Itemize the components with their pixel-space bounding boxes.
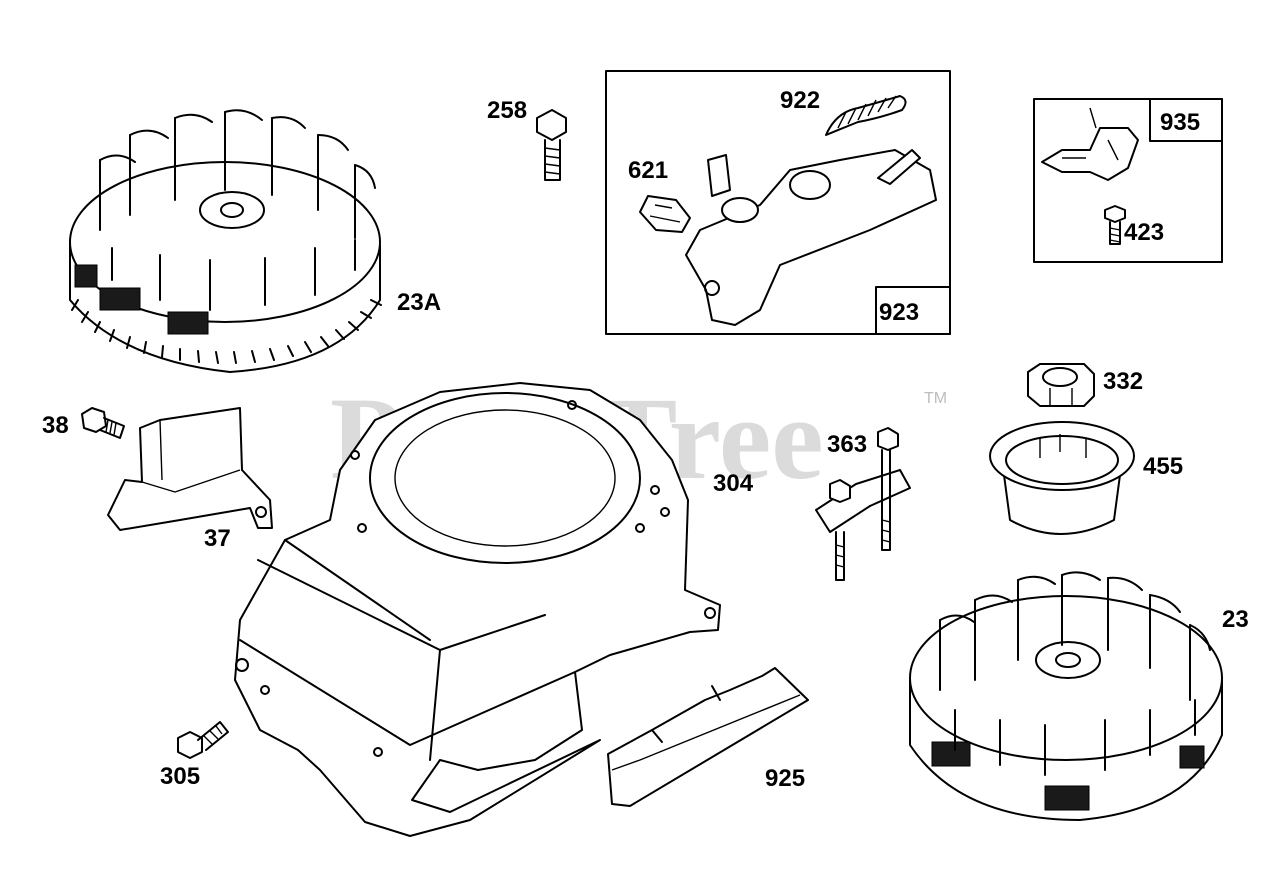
starter-cup-455-drawing[interactable] — [989, 421, 1135, 535]
baffle-925-drawing[interactable] — [607, 667, 809, 807]
part-label-455[interactable]: 455 — [1143, 453, 1183, 480]
bracket-363-drawing[interactable] — [815, 427, 911, 581]
part-label-423[interactable]: 423 — [1124, 219, 1164, 246]
part-label-304[interactable]: 304 — [713, 470, 754, 497]
part-label-923[interactable]: 923 — [879, 299, 919, 326]
blower-housing-304-drawing[interactable] — [234, 382, 721, 837]
shield-37-drawing[interactable] — [107, 407, 273, 531]
part-label-38[interactable]: 38 — [42, 412, 69, 439]
flywheel-23a-drawing[interactable] — [69, 109, 382, 373]
part-label-621[interactable]: 621 — [628, 157, 668, 184]
screw-38-drawing[interactable] — [81, 407, 125, 439]
part-label-925[interactable]: 925 — [765, 765, 805, 792]
part-label-305[interactable]: 305 — [160, 763, 200, 790]
part-label-922[interactable]: 922 — [780, 87, 820, 114]
part-label-37[interactable]: 37 — [204, 525, 231, 552]
part-label-23[interactable]: 23 — [1222, 606, 1249, 633]
governor-box-923 — [605, 70, 951, 335]
part-label-258[interactable]: 258 — [487, 97, 527, 124]
part-935-drawing[interactable] — [1041, 107, 1139, 245]
governor-control-923-drawing[interactable] — [639, 95, 937, 326]
screw-305-drawing[interactable] — [177, 721, 229, 759]
nut-332-drawing[interactable] — [1027, 363, 1095, 407]
part-label-363[interactable]: 363 — [827, 431, 867, 458]
watermark-trademark: TM — [924, 390, 947, 407]
box-935 — [1033, 98, 1223, 263]
bolt-258-drawing[interactable] — [536, 109, 567, 181]
part-label-935[interactable]: 935 — [1160, 109, 1200, 136]
part-label-332[interactable]: 332 — [1103, 368, 1143, 395]
part-label-23a[interactable]: 23A — [397, 289, 441, 316]
flywheel-23-drawing[interactable] — [909, 571, 1223, 821]
